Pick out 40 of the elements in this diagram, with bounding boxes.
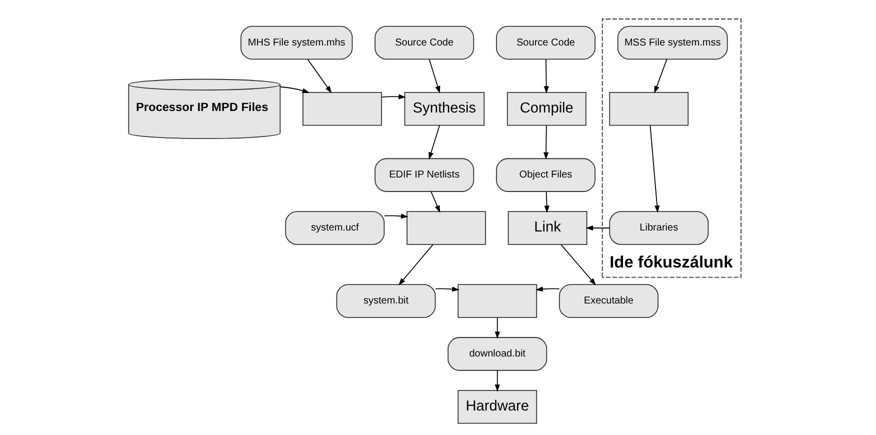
node-box: Source Code <box>496 26 595 60</box>
node-label: Ide fókuszálunk <box>609 254 732 272</box>
arrow <box>649 124 660 213</box>
node-box: Source Code <box>374 26 474 60</box>
arrow <box>398 244 433 286</box>
arrow <box>542 124 548 160</box>
node-box: Object Files <box>496 158 595 192</box>
arrow <box>380 94 406 100</box>
node-box: Libraries <box>608 211 708 245</box>
arrow <box>434 286 459 292</box>
node-box: system.ucf <box>284 211 384 245</box>
node-box: EDIF IP Netlists <box>374 158 474 192</box>
arrow <box>585 225 610 231</box>
cluster <box>601 18 741 278</box>
arrow <box>428 124 440 160</box>
node-box <box>406 211 486 245</box>
arrow <box>535 286 560 292</box>
arrow <box>494 370 500 392</box>
node-box <box>608 92 688 126</box>
arrow <box>560 244 596 286</box>
node-box: Link <box>507 211 587 245</box>
arrow <box>654 58 667 94</box>
arrow <box>306 58 332 94</box>
node-box: MSS File system.mss <box>616 26 728 60</box>
node-box: system.bit <box>336 284 436 318</box>
arrow <box>428 58 440 94</box>
arrow <box>544 191 549 213</box>
node-box <box>302 92 382 126</box>
node-box: MHS File system.mhs <box>240 26 352 60</box>
node-box <box>457 284 537 318</box>
arrow <box>494 317 500 339</box>
arrow <box>543 58 548 94</box>
node-box: Compile <box>506 92 586 126</box>
node-box: download.bit <box>447 337 547 371</box>
node-box: Executable <box>558 284 658 318</box>
arrow <box>279 86 310 94</box>
node-box: Synthesis <box>404 92 484 126</box>
node-box: Hardware <box>457 390 537 424</box>
arrow <box>430 191 440 213</box>
arrow <box>384 214 408 219</box>
